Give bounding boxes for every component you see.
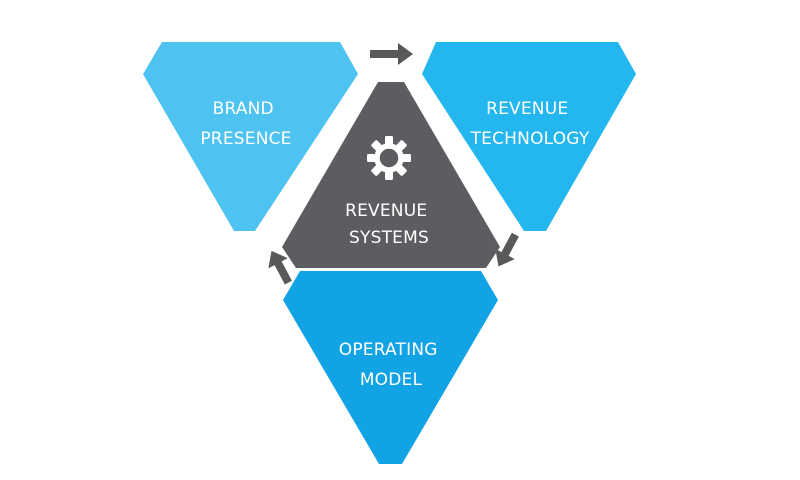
arrow-up-left-shape <box>268 250 292 285</box>
revenue-technology-line2: TECHNOLOGY <box>470 129 590 149</box>
brand-presence-line1: BRAND <box>213 99 274 119</box>
revenue-technology-label: REVENUE TECHNOLOGY <box>470 99 590 149</box>
arrow-right-shape <box>370 43 413 65</box>
arrow-up-left <box>268 250 292 285</box>
arrow-right <box>370 43 413 65</box>
brand-presence-line2: PRESENCE <box>200 129 291 149</box>
revenue-systems-line1: REVENUE <box>345 201 427 221</box>
revenue-systems-label: REVENUE SYSTEMS <box>345 201 433 248</box>
operating-model-line1: OPERATING <box>339 340 438 360</box>
operating-model-node: OPERATING MODEL <box>283 271 498 464</box>
operating-model-label: OPERATING MODEL <box>339 340 444 390</box>
operating-model-shape <box>283 271 498 464</box>
revenue-systems-node: REVENUE SYSTEMS <box>282 82 500 268</box>
arrow-down-left <box>495 232 519 267</box>
arrow-down-left-shape <box>495 232 519 267</box>
operating-model-line2: MODEL <box>360 370 423 390</box>
revenue-technology-line1: REVENUE <box>486 99 568 119</box>
revenue-technology-node: REVENUE TECHNOLOGY <box>422 42 636 231</box>
gear-icon <box>367 136 411 180</box>
brand-presence-node: BRAND PRESENCE <box>143 42 358 231</box>
brand-presence-shape <box>143 42 358 231</box>
revenue-technology-shape <box>422 42 636 231</box>
brand-presence-label: BRAND PRESENCE <box>200 99 291 149</box>
revenue-systems-line2: SYSTEMS <box>349 228 429 248</box>
